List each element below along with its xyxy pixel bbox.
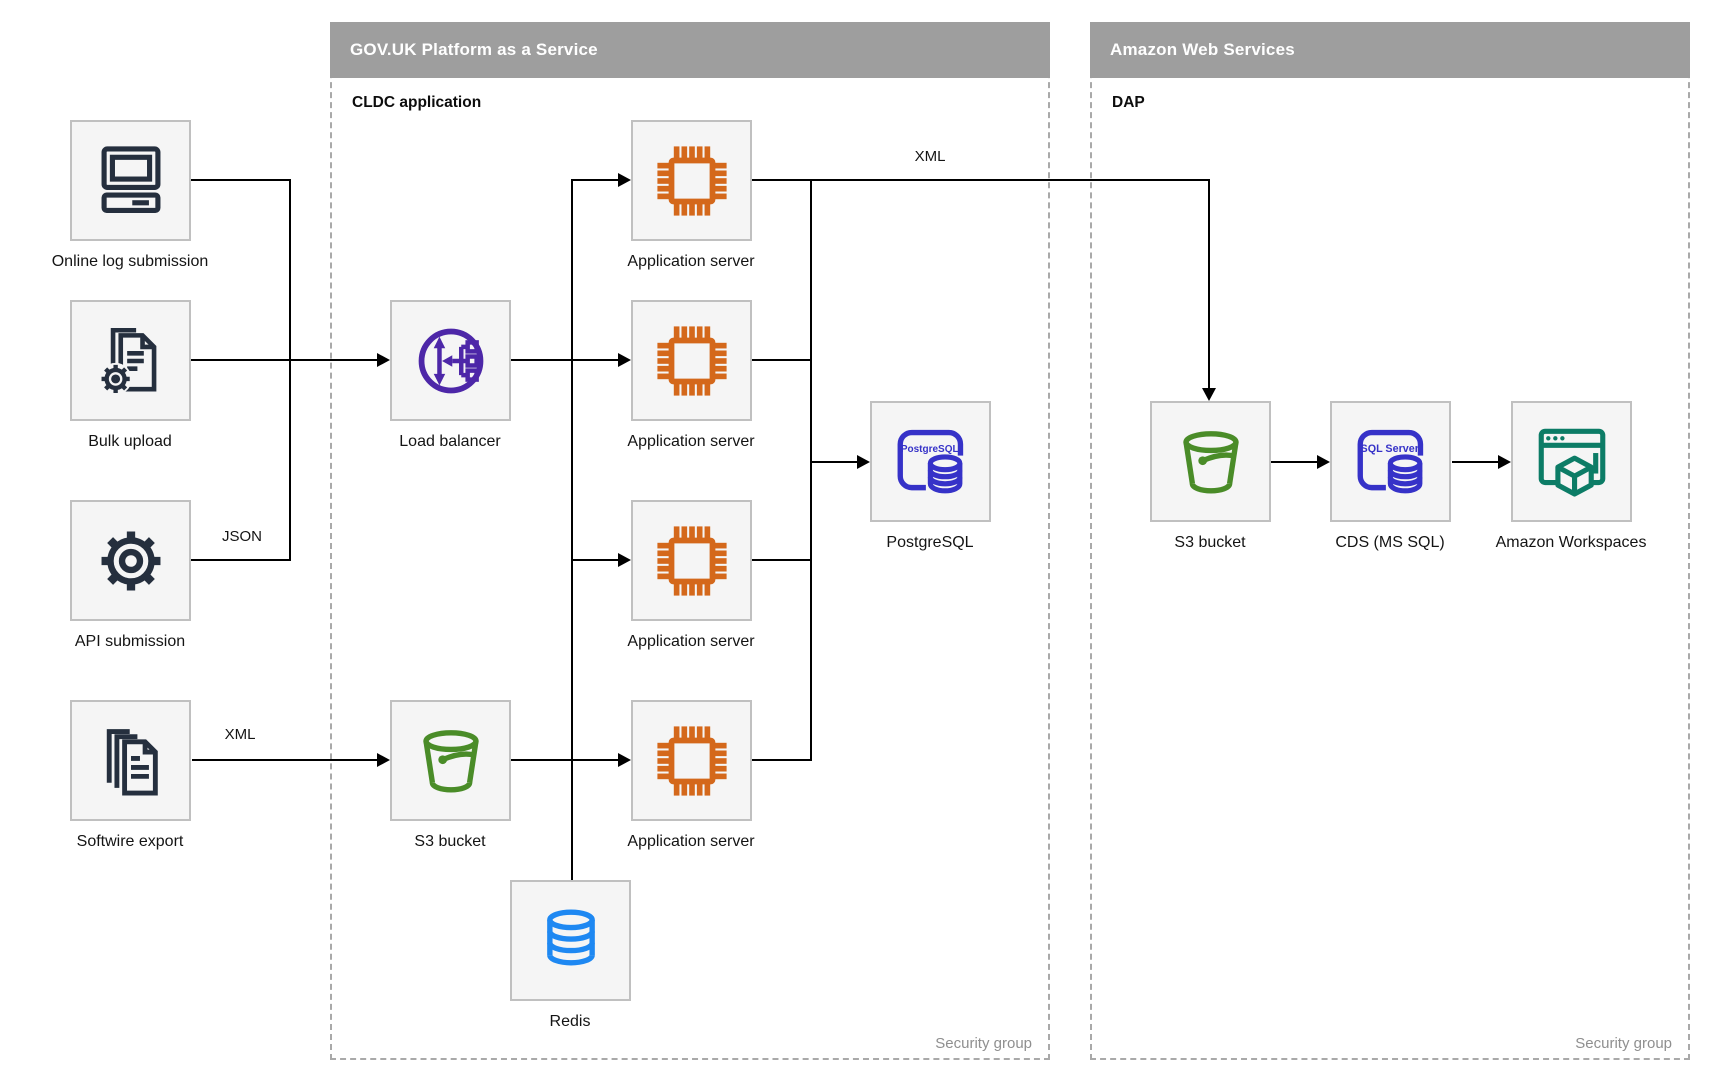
edge-label-xml-app: XML — [914, 148, 946, 165]
edge-to-app3 — [572, 559, 618, 561]
edge-app3-out — [752, 559, 812, 561]
node-label: Application server — [627, 253, 755, 270]
edge-s3aws-to-cds — [1271, 461, 1317, 463]
node-label: Application server — [627, 833, 755, 850]
node-load-balancer — [390, 300, 511, 421]
node-app-server-1 — [631, 120, 752, 241]
node-softwire-export — [70, 700, 191, 821]
gear-icon — [101, 531, 160, 590]
chip-icon — [656, 145, 727, 216]
document-stack-icon — [106, 728, 158, 795]
edge-app1-to-aws — [752, 179, 1210, 181]
edge-s3-to-app4 — [511, 759, 618, 761]
postgresql-database-icon: PostgreSQL — [897, 429, 964, 495]
document-gear-icon — [99, 327, 156, 395]
node-label: Redis — [549, 1013, 591, 1030]
node-label: PostgreSQL — [886, 534, 974, 551]
edge-app2-out — [752, 359, 812, 361]
edge-softwire-to-s3 — [192, 759, 377, 761]
container-paas: GOV.UK Platform as a Service CLDC applic… — [330, 22, 1050, 1060]
aws-header: Amazon Web Services — [1090, 22, 1690, 78]
node-label: Bulk upload — [88, 433, 172, 450]
arrowhead — [857, 455, 870, 469]
node-bulk-upload — [70, 300, 191, 421]
arrowhead — [618, 173, 631, 187]
container-aws: Amazon Web Services DAP Security group — [1090, 22, 1690, 1060]
node-label: S3 bucket — [1174, 534, 1246, 551]
node-label: Amazon Workspaces — [1495, 534, 1647, 551]
arrowhead — [377, 353, 390, 367]
paas-header: GOV.UK Platform as a Service — [330, 22, 1050, 78]
node-online-log-submission — [70, 120, 191, 241]
edge-sources-collector — [289, 179, 291, 561]
node-s3-bucket-aws — [1150, 401, 1271, 522]
postgresql-icon-text: PostgreSQL — [900, 443, 958, 454]
paas-security-group-label: Security group — [935, 1035, 1032, 1052]
edge-apps-collector — [810, 179, 812, 761]
node-app-server-3 — [631, 500, 752, 621]
node-app-server-4 — [631, 700, 752, 821]
edge-label-xml-export: XML — [224, 726, 256, 743]
node-redis — [510, 880, 631, 1001]
desktop-computer-icon — [101, 145, 160, 213]
arrowhead — [1317, 455, 1330, 469]
sql-server-database-icon: SQL Server — [1357, 429, 1424, 495]
arrowhead — [1498, 455, 1511, 469]
node-label: CDS (MS SQL) — [1335, 534, 1445, 551]
edge-online-log-out — [191, 179, 290, 181]
edge-bulk-to-lb — [191, 359, 377, 361]
arrowhead — [618, 353, 631, 367]
edge-cds-to-workspaces — [1452, 461, 1498, 463]
arrowhead — [618, 553, 631, 567]
s3-bucket-icon — [422, 729, 479, 792]
edge-api-out — [191, 559, 291, 561]
database-cylinder-icon — [546, 908, 595, 965]
node-label: Application server — [627, 633, 755, 650]
edge-lb-to-app2 — [511, 359, 618, 361]
arrowhead — [1202, 388, 1216, 401]
node-label: Application server — [627, 433, 755, 450]
aws-section-label: DAP — [1112, 94, 1145, 111]
node-app-server-2 — [631, 300, 752, 421]
arrowhead — [377, 753, 390, 767]
node-amazon-workspaces — [1511, 401, 1632, 522]
edge-to-app1 — [572, 179, 618, 181]
paas-section-label: CLDC application — [352, 94, 482, 111]
edge-lb-collector — [571, 179, 573, 882]
aws-title: Amazon Web Services — [1110, 40, 1295, 59]
edge-xml-down — [1208, 179, 1210, 388]
node-s3-bucket-paas — [390, 700, 511, 821]
load-balancer-icon — [418, 328, 483, 393]
s3-bucket-icon — [1182, 430, 1239, 493]
node-label: API submission — [74, 633, 186, 650]
paas-title: GOV.UK Platform as a Service — [350, 40, 598, 59]
node-postgresql: PostgreSQL — [870, 401, 991, 522]
aws-security-group-label: Security group — [1575, 1035, 1672, 1052]
node-label: Online log submission — [51, 253, 209, 270]
edge-app4-out — [752, 759, 812, 761]
node-label: Softwire export — [76, 833, 184, 850]
node-cds-mssql: SQL Server — [1330, 401, 1451, 522]
arrowhead — [618, 753, 631, 767]
node-api-submission — [70, 500, 191, 621]
sql-server-icon-text: SQL Server — [1360, 442, 1419, 454]
chip-icon — [656, 525, 727, 596]
workspaces-icon — [1538, 428, 1605, 497]
chip-icon — [656, 325, 727, 396]
node-label: S3 bucket — [414, 833, 486, 850]
node-label: Load balancer — [399, 433, 501, 450]
chip-icon — [656, 725, 727, 796]
edge-to-postgresql — [811, 461, 857, 463]
edge-label-json: JSON — [221, 528, 262, 545]
